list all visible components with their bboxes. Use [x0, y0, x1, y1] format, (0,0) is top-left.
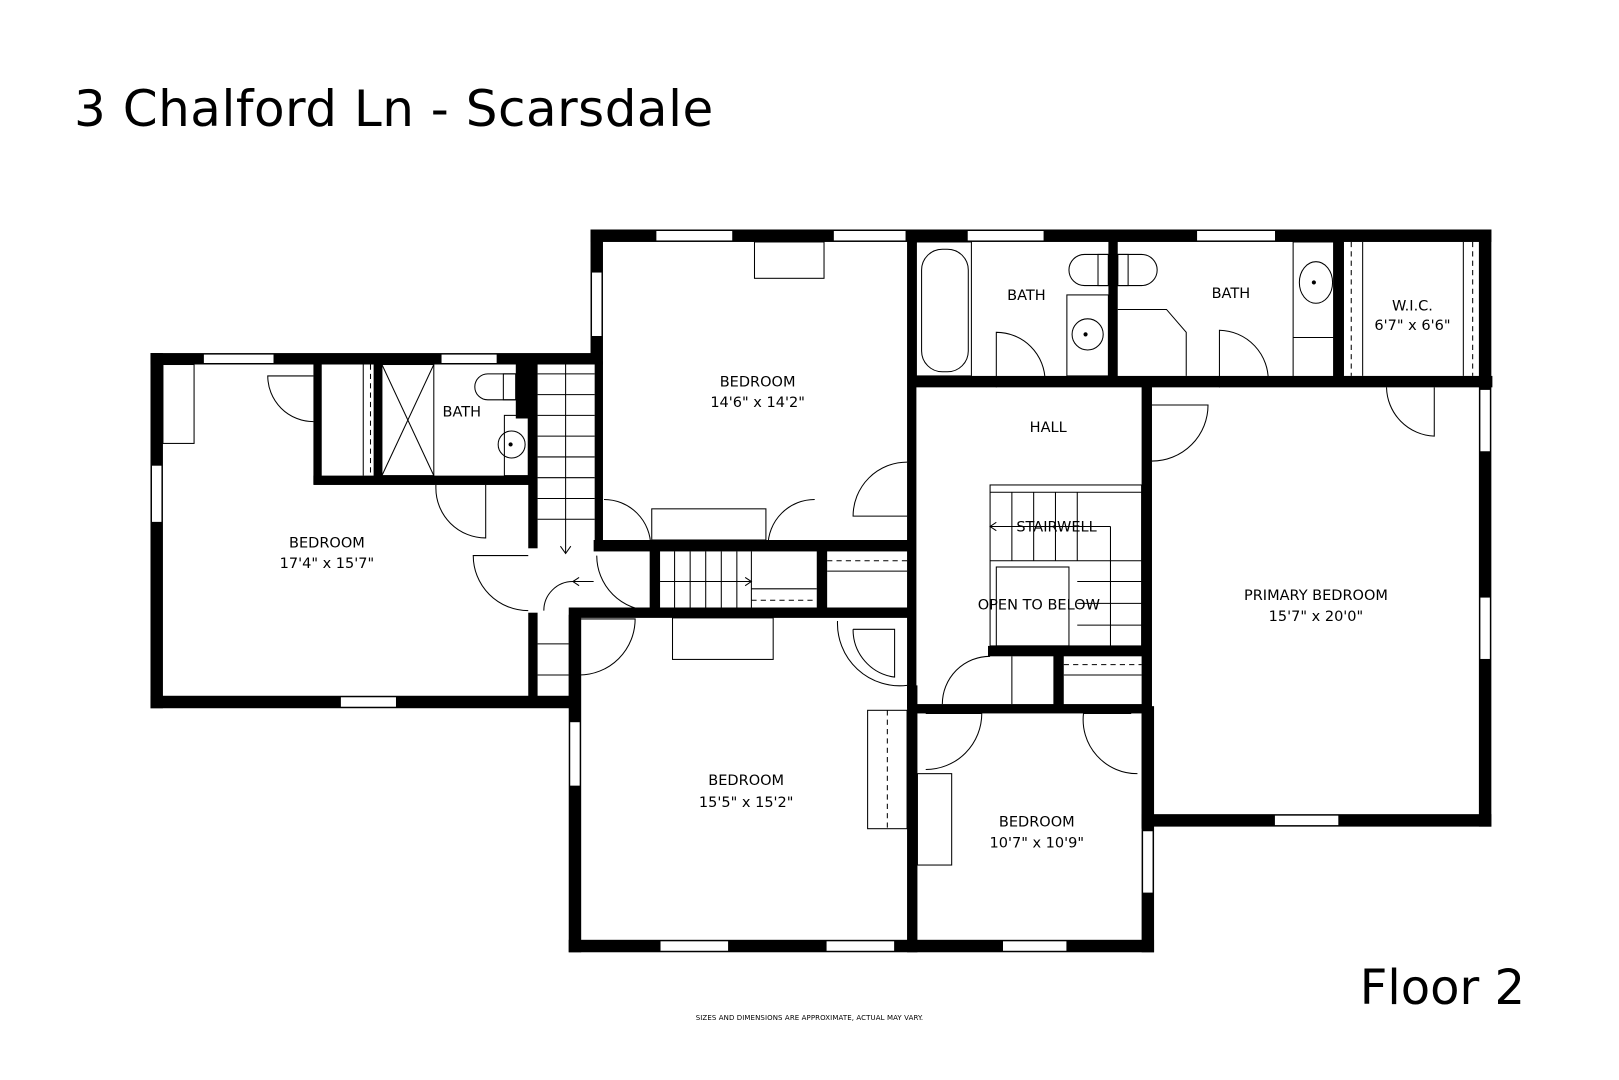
- windows: [151, 230, 1491, 952]
- room-label-stairwell: STAIRWELL: [1016, 520, 1097, 536]
- room-dim-bedroom-lower-left: 15'5" x 15'2": [699, 795, 794, 811]
- left-stair: [537, 363, 595, 676]
- room-label-bath-left: BATH: [443, 404, 482, 420]
- doors: [267, 329, 1435, 775]
- room-dim-bedroom-lower-right: 10'7" x 10'9": [990, 835, 1085, 851]
- room-label-primary-bedroom: PRIMARY BEDROOM: [1244, 588, 1388, 604]
- middle-stair: [571, 551, 817, 608]
- room-label-bath-1: BATH: [1007, 288, 1046, 304]
- fixtures: [162, 241, 1474, 866]
- floor-label: Floor 2: [1359, 960, 1525, 1016]
- disclaimer-text: SIZES AND DIMENSIONS ARE APPROXIMATE, AC…: [695, 1014, 924, 1022]
- room-label-bedroom-lower-left: BEDROOM: [708, 773, 784, 789]
- room-label-hall: HALL: [1030, 420, 1068, 436]
- room-dim-wic: 6'7" x 6'6": [1374, 318, 1450, 334]
- stairwell: [989, 484, 1143, 647]
- room-label-bedroom-upper: BEDROOM: [720, 374, 796, 390]
- room-dim-bedroom-upper: 14'6" x 14'2": [710, 395, 805, 411]
- room-labels: BEDROOM 17'4" x 15'7" BATH BEDROOM 14'6"…: [280, 286, 1451, 851]
- room-label-bedroom-lower-right: BEDROOM: [999, 815, 1075, 831]
- room-label-bedroom-left: BEDROOM: [289, 535, 365, 551]
- room-label-wic: W.I.C.: [1392, 298, 1433, 314]
- room-label-bath-2: BATH: [1212, 286, 1251, 302]
- room-label-open-to-below: OPEN TO BELOW: [978, 598, 1100, 614]
- room-dim-bedroom-left: 17'4" x 15'7": [280, 556, 375, 572]
- room-dim-primary-bedroom: 15'7" x 20'0": [1269, 609, 1364, 625]
- plan-title: 3 Chalford Ln - Scarsdale: [74, 80, 714, 138]
